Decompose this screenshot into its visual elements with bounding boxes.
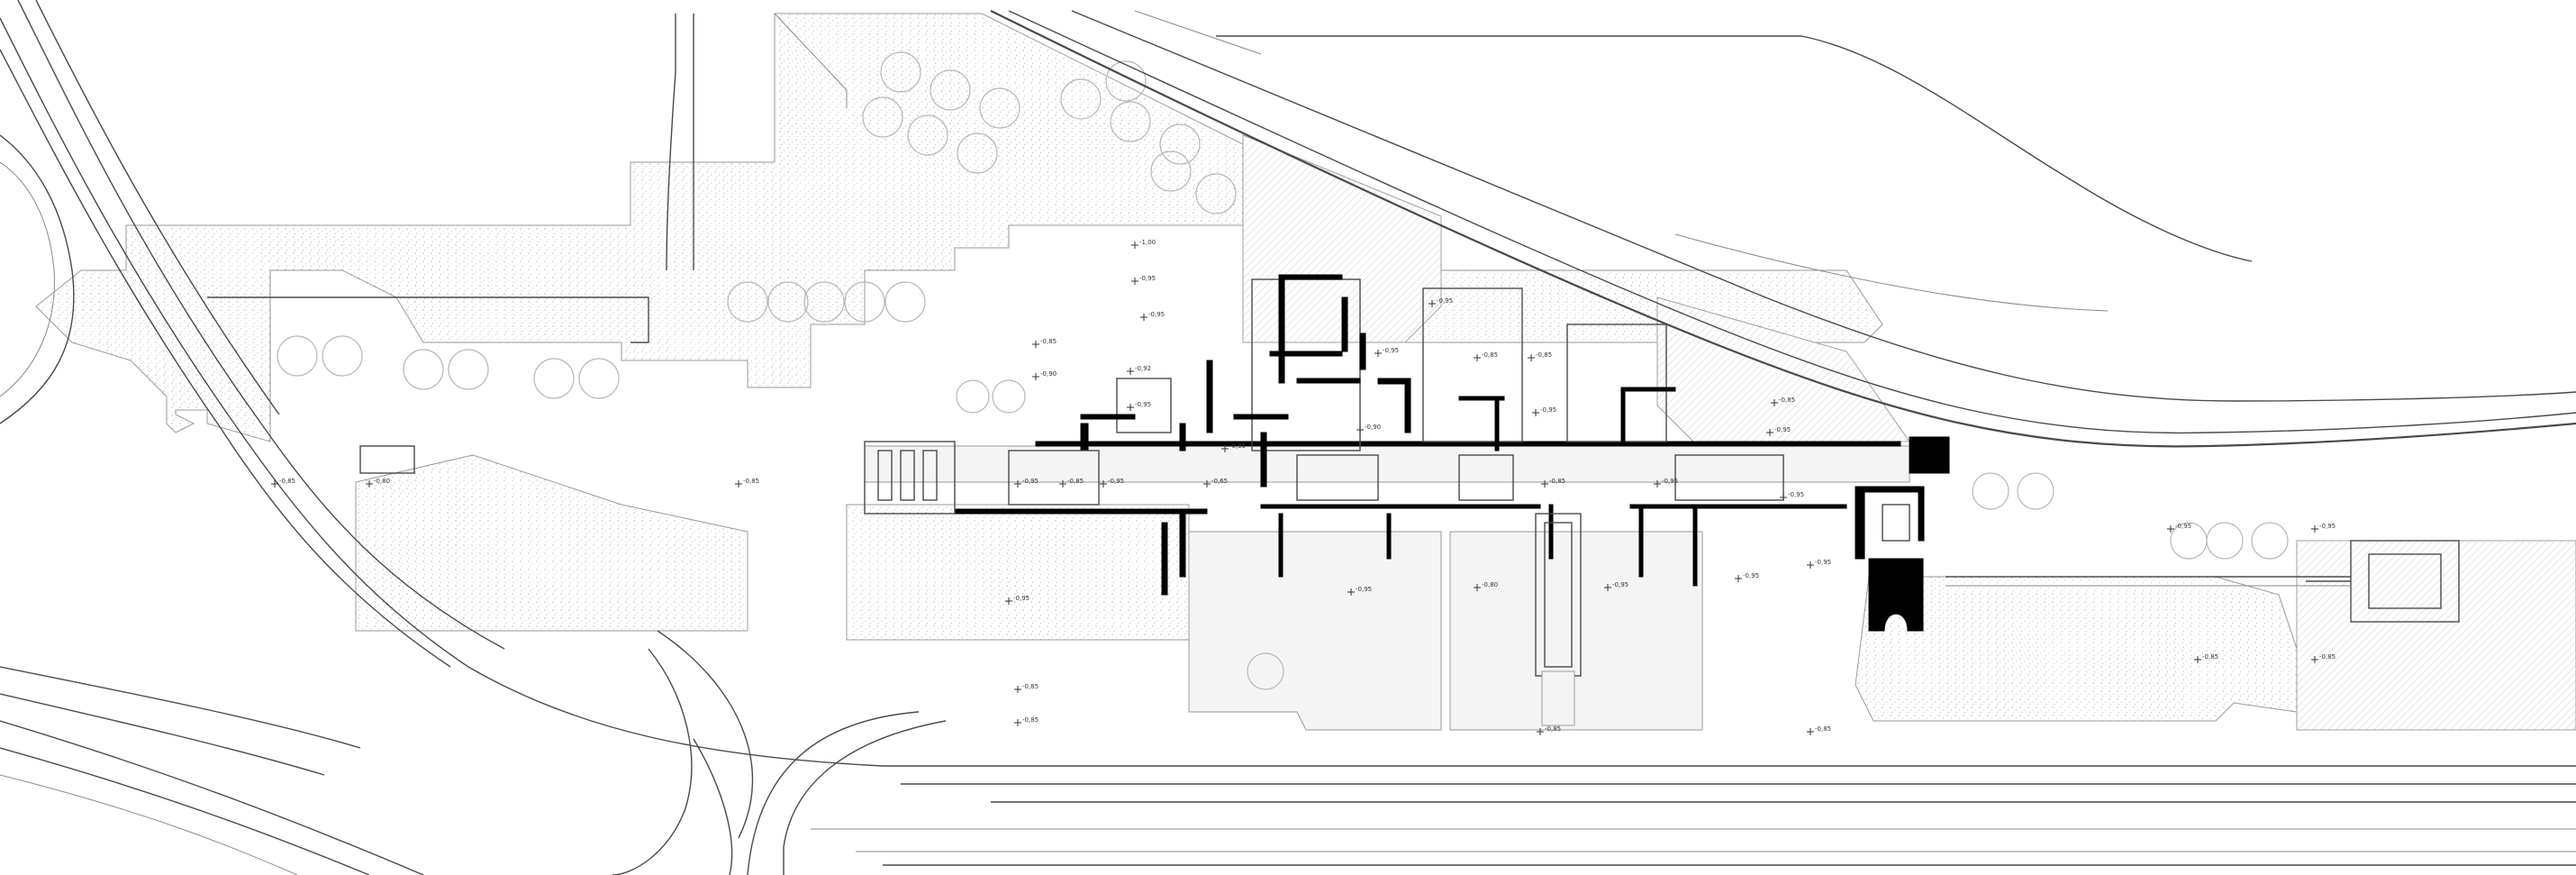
- building: [359, 274, 1950, 726]
- level-marker: -1,00: [1131, 239, 1156, 249]
- level-marker: -0,95: [1131, 275, 1156, 285]
- level-label: -0,90: [1365, 424, 1381, 431]
- forecourt-a: [1188, 531, 1442, 731]
- east-grass-area: [1404, 269, 1883, 343]
- level-marker: -0,95: [1532, 406, 1556, 416]
- level-label: -0,95: [1229, 442, 1246, 450]
- level-label: -0,95: [1612, 581, 1628, 588]
- trees: [277, 51, 2289, 690]
- level-marker: -0,90: [1356, 424, 1381, 433]
- level-label: -0,85: [2202, 653, 2218, 661]
- level-label: -0,95: [1022, 478, 1039, 485]
- level-label: -0,85: [2319, 653, 2336, 661]
- level-marker: -0,85: [1014, 716, 1039, 726]
- level-marker: -0,95: [1766, 426, 1791, 436]
- level-label: -0,80: [1482, 581, 1498, 588]
- level-label: -0,95: [1148, 311, 1165, 318]
- level-marker: -0,92: [1127, 365, 1151, 375]
- level-label: -0,95: [1356, 586, 1372, 593]
- east-lawn: [2296, 540, 2576, 731]
- level-label: -0,95: [1139, 275, 1156, 282]
- level-label: -0,92: [1135, 365, 1151, 372]
- level-label: -0,85: [1022, 683, 1039, 690]
- forecourt-b: [1449, 531, 1703, 731]
- spine-corridor: [864, 445, 1910, 483]
- level-marker: -0,80: [366, 478, 390, 488]
- level-marker: -0,95: [1005, 595, 1029, 605]
- level-marker: -0,95: [2311, 523, 2336, 533]
- level-label: -0,85: [279, 478, 295, 485]
- level-label: -0,85: [1022, 716, 1039, 724]
- level-label: -0,95: [1815, 559, 1831, 566]
- level-label: -0,85: [1067, 478, 1084, 485]
- level-markers: -0,85 -0,80 -0,85 -1,00 -0,95 -0,85 -0,90 -0,95…: [271, 239, 2336, 735]
- level-label: -0,80: [374, 478, 390, 485]
- level-label: -0,95: [1774, 426, 1791, 433]
- level-marker: -0,95: [1014, 478, 1039, 488]
- level-marker: -0,90: [1032, 370, 1057, 380]
- level-marker: -0,85: [1528, 351, 1552, 361]
- level-label: -0,85: [1815, 725, 1831, 733]
- level-marker: -0,95: [1374, 347, 1399, 357]
- level-label: -0,85: [1545, 725, 1561, 733]
- level-marker: -0,85: [1032, 338, 1057, 348]
- level-label: -0,85: [1779, 396, 1795, 404]
- level-marker: -0,95: [1604, 581, 1628, 591]
- level-label: -1,00: [1139, 239, 1156, 246]
- level-marker: -0,95: [1654, 478, 1678, 488]
- level-label: -0,95: [1540, 406, 1556, 414]
- east-pavilion: [1946, 540, 2460, 623]
- level-label: -0,95: [1437, 297, 1453, 305]
- level-label: -0,95: [1662, 478, 1678, 485]
- landscape-areas: [35, 13, 2576, 731]
- level-marker: -0,85: [735, 478, 759, 488]
- level-marker: -0,85: [1537, 725, 1561, 735]
- level-marker: -0,95: [1780, 491, 1804, 501]
- level-marker: -0,95: [1221, 442, 1246, 452]
- level-marker: -0,85: [1541, 478, 1565, 488]
- level-marker: -0,95: [1429, 297, 1453, 307]
- level-marker: -0,95: [1735, 572, 1759, 582]
- north-grass-area: [35, 13, 1244, 442]
- level-marker: -0,95: [2167, 523, 2191, 533]
- level-marker: -0,95: [1807, 559, 1831, 569]
- level-marker: -0,80: [1474, 581, 1498, 591]
- level-label: -0,95: [1788, 491, 1804, 498]
- level-label: -0,95: [2319, 523, 2336, 530]
- level-marker: -0,85: [2311, 653, 2336, 663]
- level-label: -0,95: [1743, 572, 1759, 579]
- level-label: -0,95: [2175, 523, 2191, 530]
- level-label: -0,90: [1040, 370, 1057, 378]
- level-label: -0,85: [1040, 338, 1057, 345]
- level-label: -0,95: [1135, 401, 1151, 408]
- level-label: -0,95: [1383, 347, 1399, 354]
- level-label: -0,85: [1536, 351, 1552, 359]
- level-marker: -0,85: [1807, 725, 1831, 735]
- level-marker: -0,85: [271, 478, 295, 488]
- level-marker: -0,85: [1771, 396, 1795, 406]
- south-west-grass-2: [846, 504, 1190, 641]
- level-label: -0,85: [1482, 351, 1498, 359]
- south-west-grass: [355, 454, 748, 632]
- level-marker: -0,95: [1127, 401, 1151, 411]
- level-label: -0,85: [743, 478, 759, 485]
- level-label: -0,65: [1211, 478, 1228, 485]
- level-marker: -0,85: [1014, 683, 1039, 693]
- level-label: -0,95: [1013, 595, 1029, 602]
- level-marker: -0,65: [1203, 478, 1228, 488]
- level-label: -0,95: [1108, 478, 1124, 485]
- level-marker: -0,95: [1347, 586, 1372, 596]
- level-marker: -0,95: [1100, 478, 1124, 488]
- level-marker: -0,95: [1140, 311, 1165, 321]
- level-marker: -0,85: [1059, 478, 1084, 488]
- level-label: -0,85: [1549, 478, 1565, 485]
- level-marker: -0,85: [1474, 351, 1498, 361]
- level-marker: -0,85: [2194, 653, 2218, 663]
